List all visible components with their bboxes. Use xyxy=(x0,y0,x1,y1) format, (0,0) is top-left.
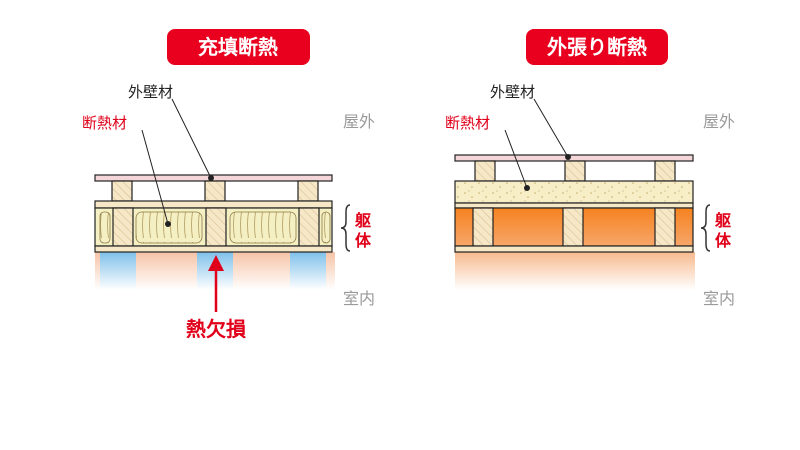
left-panel: 充填断熱 xyxy=(82,29,375,341)
heat-loss-cold-bridge xyxy=(290,252,326,290)
right-insulation-label: 断熱材 xyxy=(445,114,490,132)
left-structure-label-2: 体 xyxy=(355,231,372,250)
right-exterior-insulation xyxy=(454,180,694,204)
heat-loss-label: 熱欠損 xyxy=(186,317,247,341)
right-inside-label: 室内 xyxy=(703,289,735,308)
right-studs xyxy=(472,207,676,247)
right-title: 外張り断熱 xyxy=(547,35,647,59)
right-furring-strips xyxy=(474,160,676,182)
right-title-badge: 外張り断熱 xyxy=(526,29,668,65)
right-exterior-wall-label: 外壁材 xyxy=(490,83,535,101)
right-structure-brace xyxy=(700,204,711,252)
right-interior-zone xyxy=(455,252,695,290)
right-structure-label-2: 体 xyxy=(715,231,732,250)
left-title: 充填断熱 xyxy=(198,35,278,59)
left-exterior-wall-label: 外壁材 xyxy=(128,83,173,101)
left-structure-brace xyxy=(340,204,351,252)
right-exterior-wall-pointer-dot xyxy=(565,154,571,160)
right-panel: 外張り断熱 外壁材 断熱材 屋外 xyxy=(445,29,735,308)
right-sheathing xyxy=(454,202,694,209)
left-insulation-pointer-dot xyxy=(165,221,171,227)
right-interior-board xyxy=(454,245,694,253)
left-sheathing xyxy=(94,200,333,209)
left-insulation-label: 断熱材 xyxy=(82,114,127,132)
right-insulation-pointer-dot xyxy=(524,185,530,191)
heat-loss-arrow-icon xyxy=(208,255,224,312)
right-structure-label-1: 躯 xyxy=(714,211,731,230)
left-studs xyxy=(112,207,320,247)
left-furring-strips xyxy=(111,180,319,202)
left-exterior-wall-pointer-dot xyxy=(208,175,214,181)
heat-loss-cold-bridge xyxy=(100,252,136,290)
left-structure-label-1: 躯 xyxy=(354,211,371,230)
left-interior-board xyxy=(94,245,333,253)
left-outside-label: 屋外 xyxy=(343,112,375,131)
right-outside-label: 屋外 xyxy=(703,112,735,131)
left-title-badge: 充填断熱 xyxy=(167,29,310,65)
right-exterior-wall-board xyxy=(454,154,694,162)
left-inside-label: 室内 xyxy=(343,289,375,308)
